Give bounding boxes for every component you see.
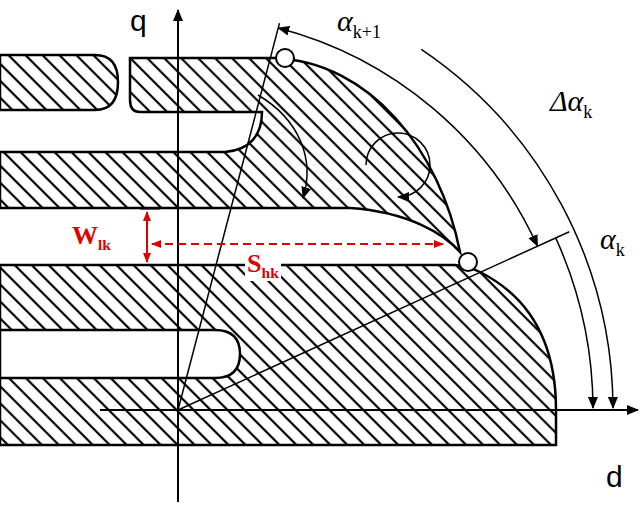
dimension-line (152, 243, 443, 245)
iron-segment (0, 55, 118, 110)
angle-arc (421, 49, 613, 408)
dimension-label-group: Wlk (70, 222, 113, 253)
bridge-circle (276, 49, 294, 67)
axis-label: d (606, 460, 623, 493)
flux-barrier (0, 330, 240, 378)
dimension-label: S (247, 249, 261, 278)
axis-label: q (130, 4, 147, 37)
axis-label-group: d (604, 460, 625, 493)
flux-loop (366, 133, 430, 197)
angle-label-group: Δαk (548, 84, 594, 123)
iron-segment (0, 58, 460, 252)
subscript: hk (261, 264, 278, 281)
subscript: k (583, 102, 592, 122)
angle-label: Δα (550, 84, 583, 117)
subscript: k (616, 240, 625, 260)
bridge-circle (459, 253, 477, 271)
axis-label-group: q (128, 4, 149, 37)
subscript: lk (98, 236, 111, 253)
dimension-label: W (72, 221, 98, 250)
q-axis (177, 10, 179, 502)
angle-label: α (600, 222, 616, 255)
flux-arrow (258, 95, 307, 198)
angle-line (178, 232, 569, 410)
dimension-label-group: Shk (245, 250, 281, 281)
angle-label-group: αk (598, 222, 627, 261)
angle-label: α (337, 4, 353, 37)
dimension-tick (140, 209, 160, 210)
iron-segment (0, 265, 556, 445)
angle-label-group: αk+1 (335, 4, 383, 43)
subscript: k+1 (353, 22, 381, 42)
angle-arc (278, 28, 537, 246)
angle-line (178, 23, 280, 410)
dimension-line (146, 212, 148, 262)
